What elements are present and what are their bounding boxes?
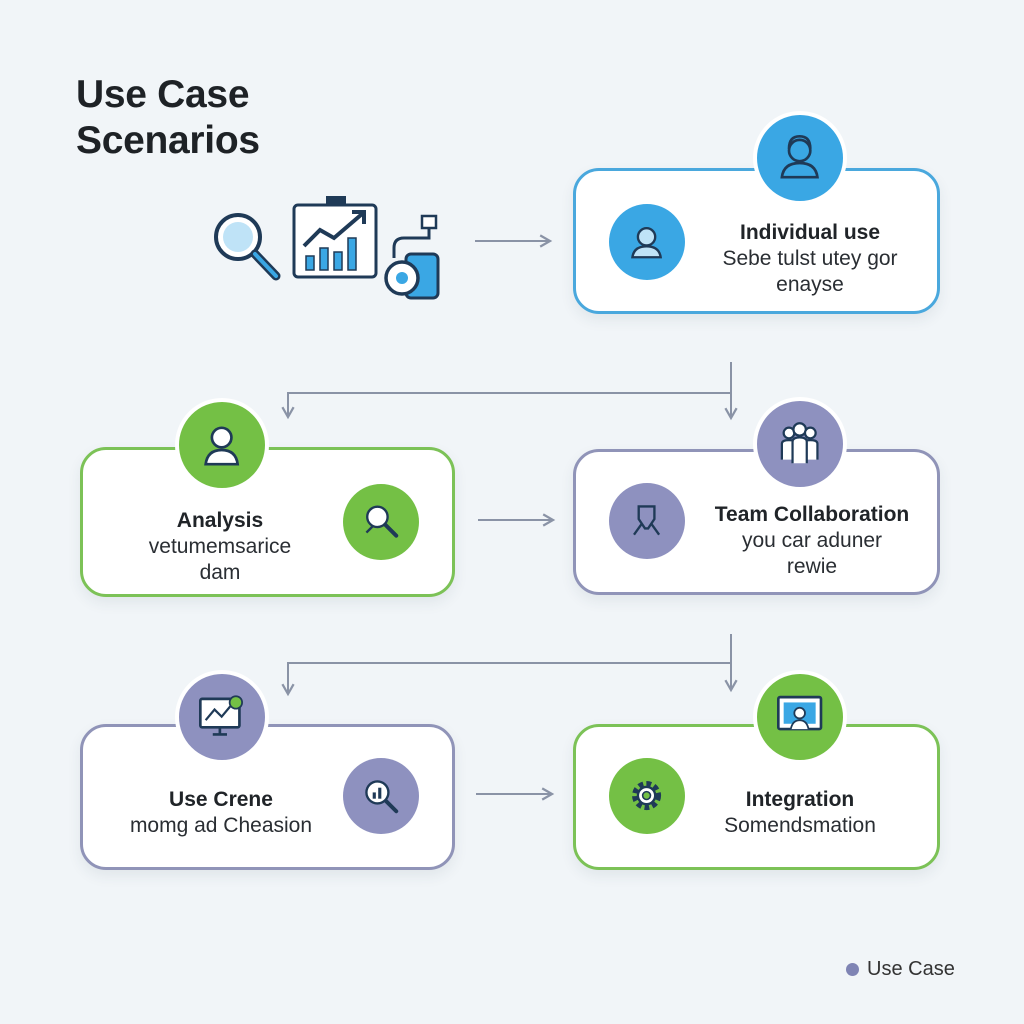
card-desc-line: you car aduner <box>741 529 883 552</box>
card-title: Team Collaboration <box>714 503 910 526</box>
page-title: Use Case Scenarios <box>76 72 260 164</box>
team-text: Team Collaboration you car aduner rewie <box>694 502 930 580</box>
user-icon <box>204 426 240 466</box>
arrow-to-analysis <box>281 392 731 420</box>
card-title: Integration <box>745 788 855 811</box>
title-line-2: Scenarios <box>76 119 260 162</box>
gear-icon <box>632 781 662 811</box>
card-desc-line: Somendsmation <box>724 814 876 837</box>
collaboration-icon <box>633 505 661 536</box>
integration-top-badge <box>753 670 847 764</box>
integration-text: Integration Somendsmation <box>692 787 908 839</box>
card-desc-line: momg ad Cheasion <box>129 814 313 837</box>
usecrene-top-badge <box>175 670 269 764</box>
gear-hand-icon <box>384 214 440 300</box>
analysis-top-badge <box>175 398 269 492</box>
monitor-chart-icon <box>199 695 244 737</box>
usecrene-text: Use Crene momg ad Cheasion <box>96 787 346 839</box>
user-icon <box>780 135 820 179</box>
analysis-text: Analysis vetumemsarice dam <box>110 508 330 586</box>
card-desc-line: vetumemsarice <box>148 535 292 558</box>
card-title: Individual use <box>739 221 881 244</box>
legend: Use Case <box>846 958 955 981</box>
card-title: Use Crene <box>169 788 273 811</box>
integration-inner-badge <box>609 758 685 834</box>
card-desc-line: Sebe tulst utey gor <box>722 247 898 270</box>
legend-dot <box>846 963 859 976</box>
arrow-to-usecrene <box>281 662 731 697</box>
individual-inner-badge <box>609 204 685 280</box>
legend-label: Use Case <box>867 958 955 980</box>
card-desc-line: enayse <box>776 273 844 296</box>
team-top-badge <box>753 397 847 491</box>
individual-top-badge <box>753 111 847 205</box>
card-title: Analysis <box>176 509 264 532</box>
analysis-inner-badge <box>343 484 419 560</box>
individual-text: Individual use Sebe tulst utey gor enays… <box>695 220 925 298</box>
user-icon <box>631 227 663 259</box>
card-desc-line: dam <box>199 561 241 584</box>
usecrene-inner-badge <box>343 758 419 834</box>
team-inner-badge <box>609 483 685 559</box>
team-icon <box>781 422 819 464</box>
presentation-screen-icon <box>777 696 823 731</box>
card-desc-line: rewie <box>786 555 838 578</box>
magnifier-icon <box>214 213 281 281</box>
growth-chart-icon <box>292 196 378 279</box>
analysis-magnifier-icon <box>366 505 399 539</box>
title-line-1: Use Case <box>76 73 250 116</box>
header-icon-group <box>208 188 448 300</box>
search-chart-icon <box>365 780 399 814</box>
